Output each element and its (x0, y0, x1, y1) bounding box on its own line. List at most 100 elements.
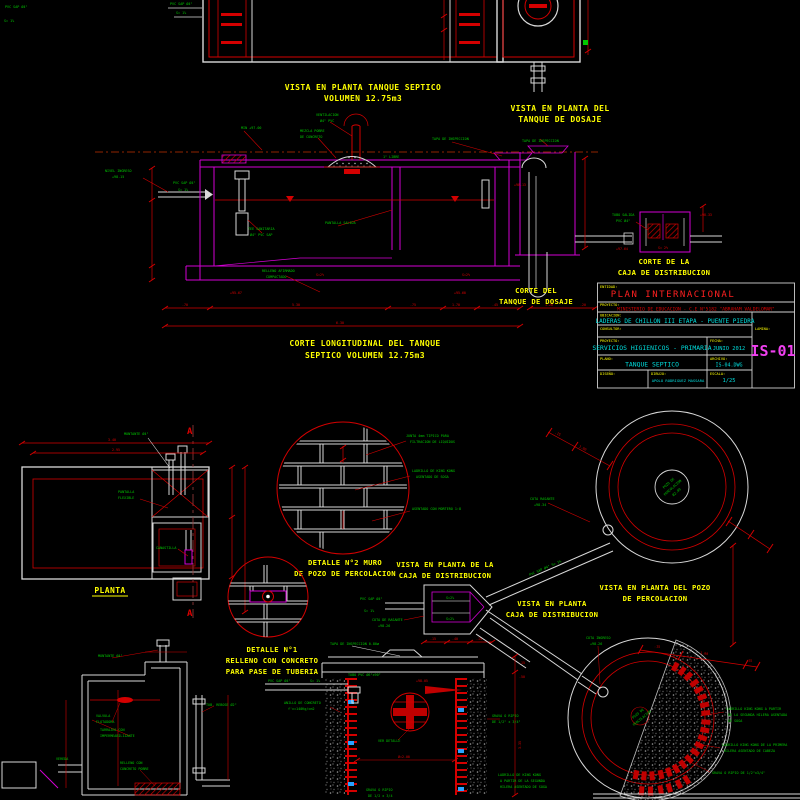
float-valve-section-labels: MONTANTE Ø4" VALVULA FLOTADORA TARRAJEO … (56, 653, 237, 771)
ver-detalle-label: VER DETALLE (378, 739, 400, 743)
s2-right: S=2% (462, 273, 470, 277)
min-level-label: MIN +97.00 (241, 126, 261, 130)
caja-plan-title-2: CAJA DE DISTRIBUCION (399, 571, 492, 580)
plano-value: TANQUE SEPTICO (625, 361, 679, 369)
tapa-label: TAPA DE INSPECCION (432, 137, 469, 141)
dosing-level: +98.13 (514, 183, 526, 187)
detalle1-title-1: DETALLE N°1 (247, 645, 298, 654)
caja-dim1: .15 (430, 637, 436, 641)
archivo-value: IS-04.DWG (715, 363, 742, 369)
label-lamina: LAMINA: (755, 327, 770, 331)
distribution-box-plan-labels: PVC SAP Ø4" S= 1% COTA DE RASANTE +98.26… (360, 560, 494, 641)
valvula-label-2: FLOTADORA (96, 720, 114, 724)
septic-plan-title-2: VOLUMEN 12.75m3 (324, 94, 402, 103)
hatched-pit-plan-labels: COTA INGRESO +98.26 POZO DE PERCOLACION … (586, 636, 787, 775)
dim-total: 6.30 (336, 321, 344, 325)
caja-s1: S=2% (446, 596, 454, 600)
detalle1-title-3: PARA PASE DE TUBERIA (226, 667, 319, 676)
ladrillo2-label-1: LADRILLO DE KING KONG (498, 773, 541, 777)
dosing-tank-section: TAPA DE INSPECCION +98.13 (514, 138, 632, 298)
pozo-slope-label: S= 1% (310, 679, 320, 683)
caja-level-out: +98.33 (700, 213, 712, 217)
mezcla-label-2: DE CONCRETO (300, 135, 322, 139)
vent-label-1: VENTILACION (316, 113, 338, 117)
detalle2-title-1: DETALLE N°2 MURO (308, 558, 382, 567)
title-block: ENTIDAD: PLAN INTERNACIONAL PROYECTO: MI… (592, 282, 796, 389)
caja-slope-label: S= 1% (364, 609, 374, 613)
radial-bricks (632, 661, 711, 796)
ladrillo-label-1: LADRILLO DE KING KONG (412, 469, 455, 473)
caja-cota-label-1: COTA DE RASANTE (372, 618, 403, 622)
label-archivo: ARCHIVO: (710, 357, 727, 361)
pozo-center-label-3: Ø2.00 (671, 487, 682, 498)
ladrillo-label-2: ASENTADO DE SOGA (416, 475, 449, 479)
caja-dim3: .15 (476, 637, 482, 641)
label-plano: PLANO: (600, 357, 613, 361)
dim-d3: .75 (410, 303, 416, 307)
caja-plan2-title-2: CAJA DE DISTRIBUCION (506, 610, 599, 619)
tubo-salida-label-2: PVC Ø4" (616, 218, 630, 223)
montante-label: MONTANTE Ø4" (124, 431, 149, 436)
float-valve-section (1, 639, 230, 796)
caja-slope: S= 2% (658, 246, 668, 250)
percolation-pit-section (265, 627, 531, 798)
ladrillo-hatch1-2: DE LA SEGUNDA HILERA ASENTADA (728, 713, 787, 717)
vereda-label: VEREDA (56, 757, 68, 761)
hatch-dim2: 1.00 (700, 651, 708, 656)
label-proyecto: PROYECTO: (600, 303, 619, 307)
relleno-pobre-label-1: RELLENO CON (120, 761, 142, 765)
dibujo-value: APOLO RODRIGUEZ MASSARA (652, 378, 705, 383)
rebose-label: TUB. REBOSE Ø2" (206, 702, 237, 707)
entidad-value: PLAN INTERNACIONAL (611, 290, 736, 300)
section-dimensions: .70 5.30 .75 1.70 .45 6.30 1.20 .20 (161, 303, 599, 329)
montante-label-2: MONTANTE Ø4" (98, 653, 123, 658)
nivel-label-1: NIVEL INGRESO (105, 169, 132, 173)
pozo-cota-label-2: +98.34 (534, 503, 546, 507)
pozo-level-label: +98.05 (416, 679, 428, 683)
section-marker-bottom: A (187, 609, 193, 619)
dosing-section-title-2: TANQUE DE DOSAJE (499, 297, 573, 306)
planta-dim-top: 3.40 (108, 438, 116, 442)
pozo-diam-label: Ø=2.00 (398, 754, 410, 759)
hatched-pit-plan (567, 637, 800, 800)
pozo-dim2: 1.00 (578, 444, 587, 451)
pantalla-label: PANTALLA SALIDA (325, 221, 356, 225)
dim-dos2: .20 (580, 303, 586, 307)
libre-label: 1" LIBRE (383, 155, 399, 159)
relleno-label-1: RELLENO AFIRMADO (262, 269, 295, 273)
lvl-left: +95.67 (230, 291, 242, 295)
edge-slope-label: S= 1% (4, 19, 14, 23)
junta-label-2: FILTRACION DE LIQUIDOS (410, 440, 455, 444)
distribution-box-plan (385, 542, 614, 681)
detalle-2 (276, 421, 411, 555)
anillo-label-2: f'c=140Kg/cm2 (288, 707, 315, 711)
pvc-label: PVC SAP Ø4" (173, 180, 195, 185)
grava-bottom-2: DE 1/2 x 3/4 (368, 794, 393, 798)
dim-d4: 1.70 (452, 303, 460, 307)
dim-dos1: 1.20 (545, 303, 553, 307)
septic-tank-plan (202, 0, 504, 63)
pozo-pipe-label: PVC SAP Ø4" S= 1% (528, 558, 562, 577)
tee-label-1: TEE SANITARIA (248, 227, 275, 231)
relleno-pobre-label-2: CONCRETO POBRE (120, 767, 149, 771)
caja-section-title-1: CORTE DE LA (639, 257, 690, 266)
escala-value: 1/25 (723, 378, 736, 384)
dosing-plan-title-1: VISTA EN PLANTA DEL (510, 104, 609, 113)
label-diseno: DISEÑO: (600, 371, 615, 376)
detalle1-title-2: RELLENO CON CONCRETO (226, 656, 319, 665)
planta-dim-top2: 2.95 (112, 448, 120, 452)
planta-labels: MONTANTE Ø4" PANTALLA FLEXIBLE CANASTILL… (92, 427, 193, 619)
label-proyecto2: PROYECTO: (600, 339, 619, 343)
ladrillo2-label-2: A PARTIR DE LA SEGUNDA (500, 779, 545, 783)
label-dibujo: DIBUJO: (651, 372, 666, 376)
planta-view (18, 425, 249, 618)
caja-dim2: .40 (452, 637, 458, 641)
longitudinal-section-labels: MIN +97.00 VENTILACION Ø4" PVC MEZCLA PO… (105, 113, 470, 295)
ladrillo2-label-3: HILERA ASENTADO DE SOGA (500, 785, 547, 789)
slope-label: S= 1% (178, 188, 188, 192)
caja-level-in: +97.64 (616, 247, 628, 251)
grava-bottom-1: GRAVA O RIPIO (366, 788, 393, 792)
pozo-dim-r3: 3.35 (518, 741, 522, 749)
